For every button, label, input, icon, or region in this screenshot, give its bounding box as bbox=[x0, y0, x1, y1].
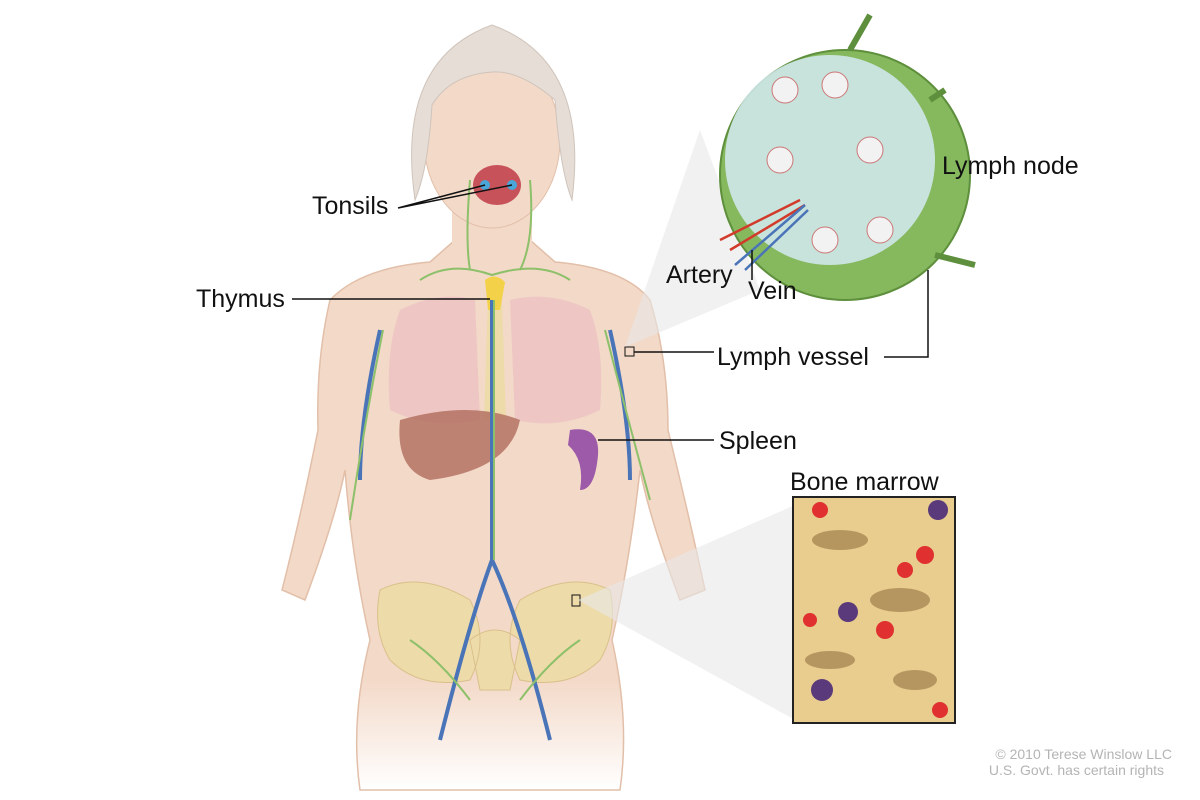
label-tonsils: Tonsils bbox=[312, 192, 389, 220]
lymph-follicles bbox=[766, 71, 894, 254]
lungs bbox=[388, 296, 602, 424]
red-blood-cells bbox=[803, 502, 948, 718]
label-lymph-vessel: Lymph vessel bbox=[717, 343, 869, 371]
copyright-line-1: © 2010 Terese Winslow LLC bbox=[995, 746, 1172, 762]
mouth bbox=[473, 165, 521, 205]
node-lymph-vessels bbox=[847, 13, 976, 268]
label-thymus: Thymus bbox=[196, 285, 285, 313]
label-bone-marrow: Bone marrow bbox=[790, 468, 939, 496]
liver bbox=[399, 410, 520, 480]
bone-trabeculae bbox=[805, 530, 937, 690]
lymph-vessels bbox=[349, 179, 651, 701]
vein-vessels bbox=[358, 300, 632, 741]
node-vein bbox=[734, 204, 809, 271]
lymph-node-callout-cone bbox=[625, 130, 760, 347]
white-blood-cells bbox=[811, 500, 948, 701]
hair bbox=[411, 24, 576, 202]
copyright-line-2: U.S. Govt. has certain rights bbox=[988, 762, 1164, 778]
label-artery: Artery bbox=[666, 261, 733, 289]
label-spleen: Spleen bbox=[719, 427, 797, 455]
leader-lines bbox=[292, 184, 929, 441]
label-vein: Vein bbox=[748, 277, 797, 305]
pelvis bbox=[377, 581, 613, 691]
bone-marrow-detail bbox=[792, 496, 956, 724]
lymph-node-detail bbox=[719, 13, 976, 301]
node-artery bbox=[719, 198, 806, 252]
spleen-organ bbox=[568, 429, 599, 490]
label-lymph-node: Lymph node bbox=[942, 152, 1079, 180]
bone-marrow-callout-cone bbox=[578, 505, 795, 720]
